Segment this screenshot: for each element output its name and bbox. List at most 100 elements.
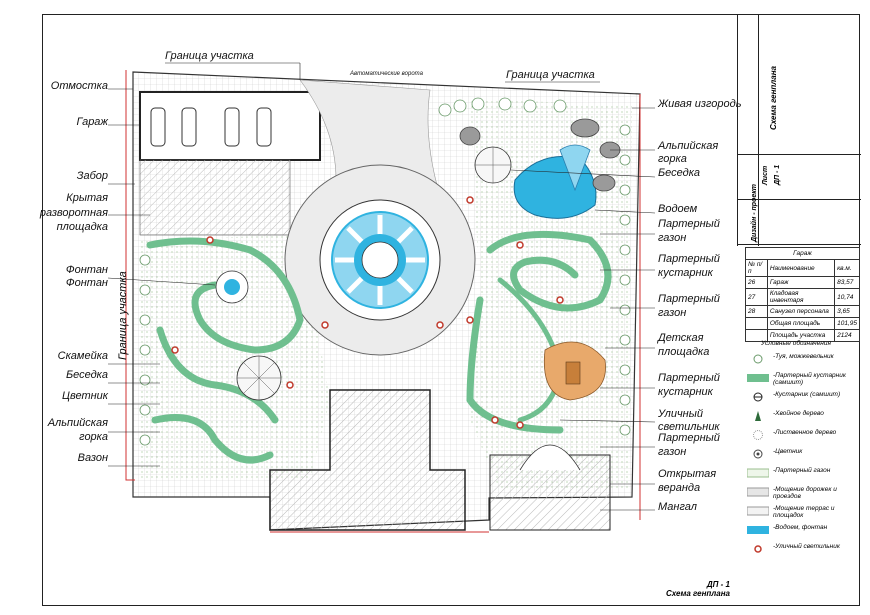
cars xyxy=(150,107,272,147)
terrace-icon xyxy=(747,506,769,516)
callout-left-otmostka: Отмостка xyxy=(50,80,108,92)
legend-item-text: -Водоем, фонтан xyxy=(773,524,828,531)
red-boundary-line xyxy=(125,70,135,481)
callout-right-pg1a: Партерный xyxy=(658,218,720,230)
callout-right-mangal: Мангал xyxy=(658,501,697,513)
granitsa-left-label: Граница участка xyxy=(165,50,254,62)
table-cell: 26 xyxy=(745,276,768,289)
paving-icon xyxy=(747,487,769,497)
legend-item: -Цветник xyxy=(745,446,860,465)
callout-left-fontan1: Фонтан xyxy=(65,264,108,276)
thuja-icon xyxy=(747,354,769,364)
callout-right-ver2: веранда xyxy=(658,482,701,494)
table-cell: 83,57 xyxy=(834,276,860,289)
callout-left-garazh: Гараж xyxy=(76,116,108,128)
legend-item: -Кустарник (самшит) xyxy=(745,389,860,408)
shrub_green-icon xyxy=(747,373,769,382)
callout-right-pg2a: Партерный xyxy=(658,293,720,305)
table-cell: 28 xyxy=(745,305,768,318)
sheet-label: ДП - 1 Схема генплана xyxy=(666,580,730,598)
callout-left-fontan2: Фонтан xyxy=(65,277,108,289)
table-caption: Гараж xyxy=(745,247,860,260)
garage-building xyxy=(139,91,321,161)
callout-left-zabor: Забор xyxy=(76,170,108,182)
table-cell: Гараж xyxy=(766,276,836,289)
legend-item: -Мощение террас и площадок xyxy=(745,503,860,522)
callout-right-pg1b: газон xyxy=(658,232,687,244)
table-cell: 2124 xyxy=(834,329,860,342)
water-icon xyxy=(747,525,769,534)
legend-item-text: -Уличный светильник xyxy=(773,543,840,550)
callout-left-vazon: Вазон xyxy=(77,452,108,464)
stamp-list-num: ДП - 1 xyxy=(774,164,781,185)
table-cell: Площадь участка xyxy=(766,329,836,342)
callout-right-pk2a: Партерный xyxy=(658,372,720,384)
callout-right-pk1b: кустарник xyxy=(658,267,713,279)
gate-label: Автоматические ворота xyxy=(350,71,423,77)
hedge-trees xyxy=(139,97,631,446)
table-cell: Кладовая инвентаря xyxy=(766,288,836,306)
callout-left-kr2: разворотная xyxy=(39,207,108,219)
callout-right-pk2b: кустарник xyxy=(658,386,713,398)
legend-item-text: -Мощение террас и площадок xyxy=(773,505,835,519)
stamp-project: Дизайн - проект xyxy=(751,183,758,242)
parterre-shrub-right xyxy=(486,230,612,312)
legend-item-text: -Кустарник (самшит) xyxy=(773,391,841,398)
callout-right-alp_r2: горка xyxy=(658,153,687,165)
flowerbed-icon xyxy=(747,449,769,459)
legend-item-text: -Партерный кустарник (самшит) xyxy=(773,372,846,386)
stamp-column xyxy=(737,14,861,246)
stamp-list-label: Лист xyxy=(762,165,769,185)
lamp-icon xyxy=(747,544,769,553)
deciduous-icon xyxy=(747,430,769,440)
callout-right-det1: Детская xyxy=(658,332,704,344)
legend-item-text: -Цветник xyxy=(773,448,803,455)
rock-garden xyxy=(459,118,621,192)
callout-left-tsvetnik: Цветник xyxy=(61,390,108,402)
granitsa-vertical-label: Граница участка xyxy=(117,271,129,360)
callout-right-svet2: светильник xyxy=(658,421,720,433)
street-lamps xyxy=(171,196,564,429)
lawn-icon xyxy=(747,468,769,478)
legend-item: -Туя, можжевельник xyxy=(745,351,860,370)
callout-left-kr3: площадка xyxy=(56,221,108,233)
legend-item-text: -Мощение дорожек и проездов xyxy=(773,486,837,500)
table-cell xyxy=(745,317,768,330)
table-cell: 10,74 xyxy=(834,288,860,306)
legend-item: -Уличный светильник xyxy=(745,541,860,560)
sheet-code: ДП - 1 xyxy=(706,580,730,589)
callout-left-alp2: горка xyxy=(79,431,108,443)
callout-right-pg2b: газон xyxy=(658,307,687,319)
legend-item: -Партерный кустарник (самшит) xyxy=(745,370,860,389)
callout-right-svet1: Уличный xyxy=(658,408,703,420)
legend-item: -Водоем, фонтан xyxy=(745,522,860,541)
legend: Условные обозначения -Туя, можжевельник -… xyxy=(745,338,860,560)
callout-left-skameyka: Скамейка xyxy=(57,350,108,362)
table-cell: 101,95 xyxy=(834,317,860,330)
legend-item: -Хвойное дерево xyxy=(745,408,860,427)
legend-item: -Лиственное дерево xyxy=(745,427,860,446)
callout-right-zhivaya: Живая изгородь xyxy=(658,98,742,110)
sheet-name: Схема генплана xyxy=(665,589,730,598)
granitsa-right-label: Граница участка xyxy=(506,69,595,81)
callout-left-alp1: Альпийская xyxy=(47,417,108,429)
shrub_icon-icon xyxy=(747,392,769,402)
legend-item-text: -Лиственное дерево xyxy=(773,429,837,436)
callout-right-vodoem: Водоем xyxy=(658,203,698,215)
table-header: Наименование xyxy=(766,259,836,277)
table-header: № п/п xyxy=(745,259,768,277)
legend-item: -Партерный газон xyxy=(745,465,860,484)
callout-right-pg3a: Партерный xyxy=(658,432,720,444)
drawing-frame xyxy=(42,14,860,606)
legend-title: Условные обозначения xyxy=(761,340,831,347)
table-cell: 3,65 xyxy=(834,305,860,318)
callout-left-kr1: Крытая xyxy=(66,192,108,204)
callout-right-ver1: Открытая xyxy=(658,468,717,480)
parterre-shrub-left xyxy=(146,237,304,354)
